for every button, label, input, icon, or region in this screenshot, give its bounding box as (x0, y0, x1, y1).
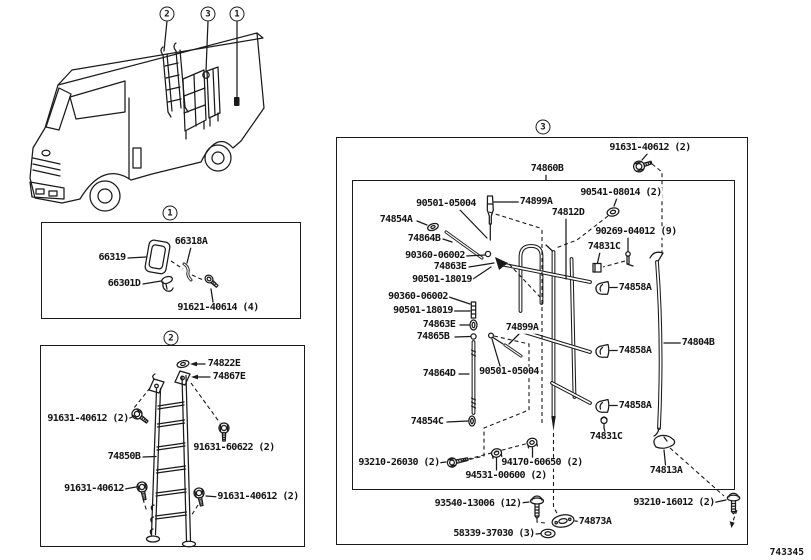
part-number-label: 58339-37030 (3) (452, 527, 536, 540)
cover-plate-icon (144, 239, 171, 275)
collar-icon (468, 415, 476, 427)
part-number-label: 74813A (648, 464, 684, 477)
part-number-label: 74858A (617, 344, 653, 357)
section3-rack-drawing (416, 152, 741, 539)
part-number-label: 74858A (617, 281, 653, 294)
part-number-label: 90541-08014 (2) (579, 186, 663, 199)
washer-icon (470, 333, 477, 340)
part-number-label: 74860B (529, 162, 565, 175)
callout-circle-3: 3 (200, 6, 216, 22)
part-number-label: 90360-06002 (387, 290, 449, 303)
part-number-label: 66318A (173, 235, 209, 248)
pin-icon (625, 251, 634, 267)
part-number-label: 74865B (415, 330, 451, 343)
callout-circle-2: 2 (159, 6, 175, 22)
part-number-label: 74858A (617, 399, 653, 412)
section-2-box (40, 345, 305, 547)
section-1-box (41, 222, 301, 319)
part-number-label: 91631-40612 (63, 482, 125, 495)
roof-ladder-drawing (160, 42, 189, 118)
spacer-icon (592, 262, 602, 273)
part-number-label: 90501-18019 (392, 304, 454, 317)
part-number-label: 74854A (378, 213, 414, 226)
threaded-rod-icon (470, 340, 477, 415)
screw-icon (529, 495, 545, 520)
roof-rack-drawing (182, 66, 221, 140)
section-3-inner-box (352, 180, 735, 490)
part-number-label: 90501-05004 (415, 197, 477, 210)
pin-icon (487, 332, 523, 358)
part-number-label: 93210-26030 (2) (357, 456, 441, 469)
part-number-label: 91631-40612 (2) (608, 141, 692, 154)
part-number-label: 74804B (680, 336, 716, 349)
part-number-label: 66301D (106, 277, 142, 290)
part-number-label: 94170-60650 (2) (500, 456, 584, 469)
part-number-label: 74854C (409, 415, 445, 428)
part-number-label: 74812D (550, 206, 586, 219)
overview-callout-leader-lines (163, 20, 240, 106)
part-number-label: 90501-18019 (411, 273, 473, 286)
part-number-label: 74899A (518, 195, 554, 208)
figure-id: 743345 (769, 547, 804, 558)
part-number-label: 90269-04012 (9) (594, 225, 678, 238)
cone-nut-icon (495, 257, 508, 270)
nut-icon (606, 207, 620, 217)
callout-circle-1: 1 (162, 205, 178, 221)
ladder-bracket-icon (174, 370, 191, 386)
section1-parts-drawing (127, 239, 219, 303)
part-number-label: 74873A (577, 515, 613, 528)
part-number-label: 74831C (586, 240, 622, 253)
part-number-label: 74850B (106, 450, 142, 463)
part-number-label: 93210-16012 (2) (632, 496, 716, 509)
callout-circle-2: 2 (163, 330, 179, 346)
screw-icon (204, 274, 219, 288)
roof-clamp-icon (202, 71, 210, 79)
part-number-label: 74863E (432, 260, 468, 273)
hook-icon (182, 262, 193, 282)
clip-icon (161, 275, 174, 292)
nut-icon (427, 222, 439, 232)
side-rail-drawing (649, 251, 664, 437)
cap-icon (600, 416, 608, 429)
van-drawing (29, 32, 265, 212)
hook-icon (653, 434, 676, 449)
part-number-label: 90501-05004 (478, 365, 540, 378)
callout-circle-3: 3 (535, 119, 551, 135)
part-number-label: 74831C (588, 430, 624, 443)
part-number-label: 94531-00600 (2) (464, 469, 548, 482)
part-number-label: 74863E (421, 318, 457, 331)
part-number-label: 91631-40612 (2) (46, 412, 130, 425)
part-number-label: 90360-06002 (404, 249, 466, 262)
part-number-label: 93540-13006 (12) (433, 497, 523, 510)
part-number-label: 74864B (406, 232, 442, 245)
section2-ladder-drawing (124, 359, 230, 548)
section-3-outer-box (336, 137, 748, 545)
collar-icon (469, 319, 478, 331)
roof-plug-icon (234, 97, 240, 106)
part-number-label: 74864D (421, 367, 457, 380)
grommet-icon (551, 514, 575, 528)
part-number-label: 74899A (504, 321, 540, 334)
part-number-label: 66319 (97, 251, 127, 264)
screw-icon (632, 160, 653, 173)
part-number-label: 91621-40614 (4) (176, 301, 260, 314)
pin-icon (486, 195, 494, 241)
stud-bolt-icon (470, 301, 477, 319)
part-number-label: 91631-40612 (2) (216, 490, 300, 503)
callout-circle-1: 1 (229, 6, 245, 22)
washer-icon (484, 250, 492, 258)
screw-icon (726, 492, 741, 515)
part-number-label: 74867E (211, 370, 247, 383)
part-number-label: 74822E (206, 357, 242, 370)
clamp-icon (176, 359, 190, 369)
part-number-label: 91631-60622 (2) (192, 441, 276, 454)
